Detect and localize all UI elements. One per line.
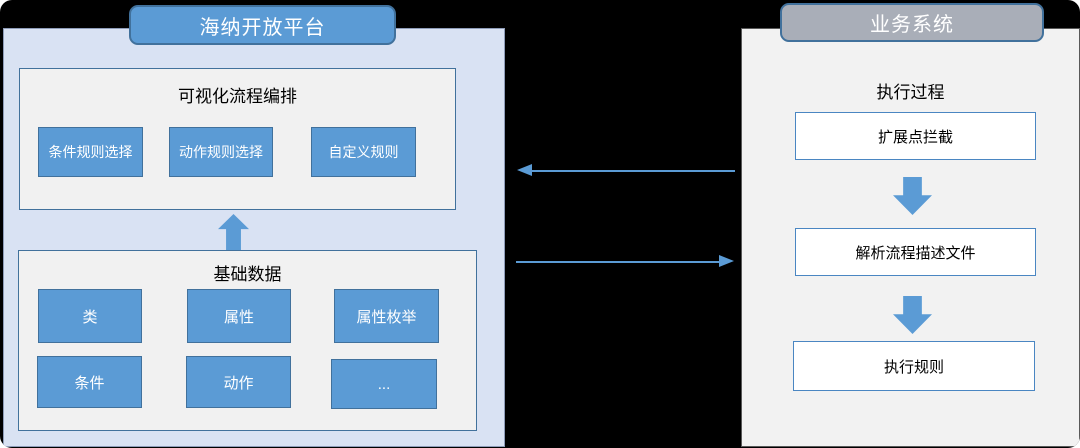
base-data-item-attribute: 属性 — [187, 289, 291, 343]
up-block-arrow-icon — [218, 214, 249, 250]
button-custom-rule: 自定义规则 — [311, 127, 416, 177]
step-parse-flow-description-file: 解析流程描述文件 — [795, 228, 1036, 276]
base-data-title: 基础数据 — [213, 265, 282, 284]
down-arrow-icon-1 — [893, 177, 932, 215]
base-data-item-attribute-enum: 属性枚举 — [334, 289, 439, 343]
button-action-rule-select: 动作规则选择 — [169, 127, 273, 177]
execution-process-title: 执行过程 — [876, 83, 945, 102]
haina-platform-title-label: 海纳开放平台 — [199, 16, 326, 39]
right-arrowhead-icon — [719, 255, 734, 267]
left-arrowhead-icon — [517, 164, 532, 176]
visual-orchestration-title: 可视化流程编排 — [178, 87, 297, 106]
business-system-title-label: 业务系统 — [870, 14, 954, 36]
business-system-title-pill: 业务系统 — [780, 3, 1044, 42]
haina-platform-title-pill: 海纳开放平台 — [129, 5, 396, 45]
down-arrow-icon-2 — [893, 296, 932, 334]
base-data-item-class: 类 — [38, 289, 142, 343]
base-data-item-condition: 条件 — [37, 356, 142, 408]
button-condition-rule-select: 条件规则选择 — [38, 127, 143, 177]
right-flow-arrow-icon — [516, 255, 734, 268]
base-data-item-more: ... — [331, 359, 437, 409]
visual-orchestration-box: 可视化流程编排 条件规则选择 动作规则选择 自定义规则 — [19, 68, 456, 210]
left-flow-arrow-icon — [517, 164, 735, 177]
base-data-item-action: 动作 — [186, 356, 291, 408]
haina-platform-panel: 可视化流程编排 条件规则选择 动作规则选择 自定义规则 基础数据 类 属性 属性… — [3, 28, 505, 447]
step-execute-rules: 执行规则 — [793, 341, 1035, 391]
step-extension-point-intercept: 扩展点拦截 — [795, 112, 1036, 160]
base-data-box: 基础数据 类 属性 属性枚举 条件 动作 ... — [18, 250, 477, 431]
business-system-panel: 执行过程 扩展点拦截 解析流程描述文件 执行规则 — [741, 28, 1080, 447]
